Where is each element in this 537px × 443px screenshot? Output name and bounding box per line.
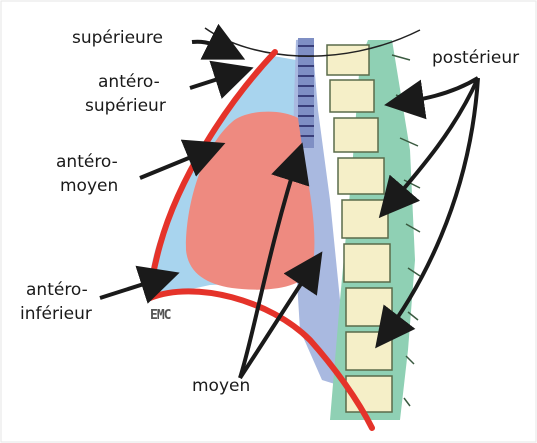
label-antero-superieur-line1: antéro- (98, 72, 160, 93)
label-antero-moyen-line2: moyen (60, 176, 118, 197)
label-antero-inferieur-line1: antéro- (26, 280, 88, 301)
label-antero-inferieur-line2: inférieur (20, 304, 92, 325)
label-antero-superieur-line2: supérieur (85, 96, 166, 117)
label-antero-moyen-line1: antéro- (56, 152, 118, 173)
emc-logo: EMC (150, 308, 170, 323)
trachea (298, 38, 314, 148)
label-superieure: supérieure (72, 28, 163, 49)
emc-logo-text: EMC (150, 308, 170, 323)
label-moyen: moyen (192, 376, 250, 397)
label-posterieur: postérieur (432, 48, 519, 69)
